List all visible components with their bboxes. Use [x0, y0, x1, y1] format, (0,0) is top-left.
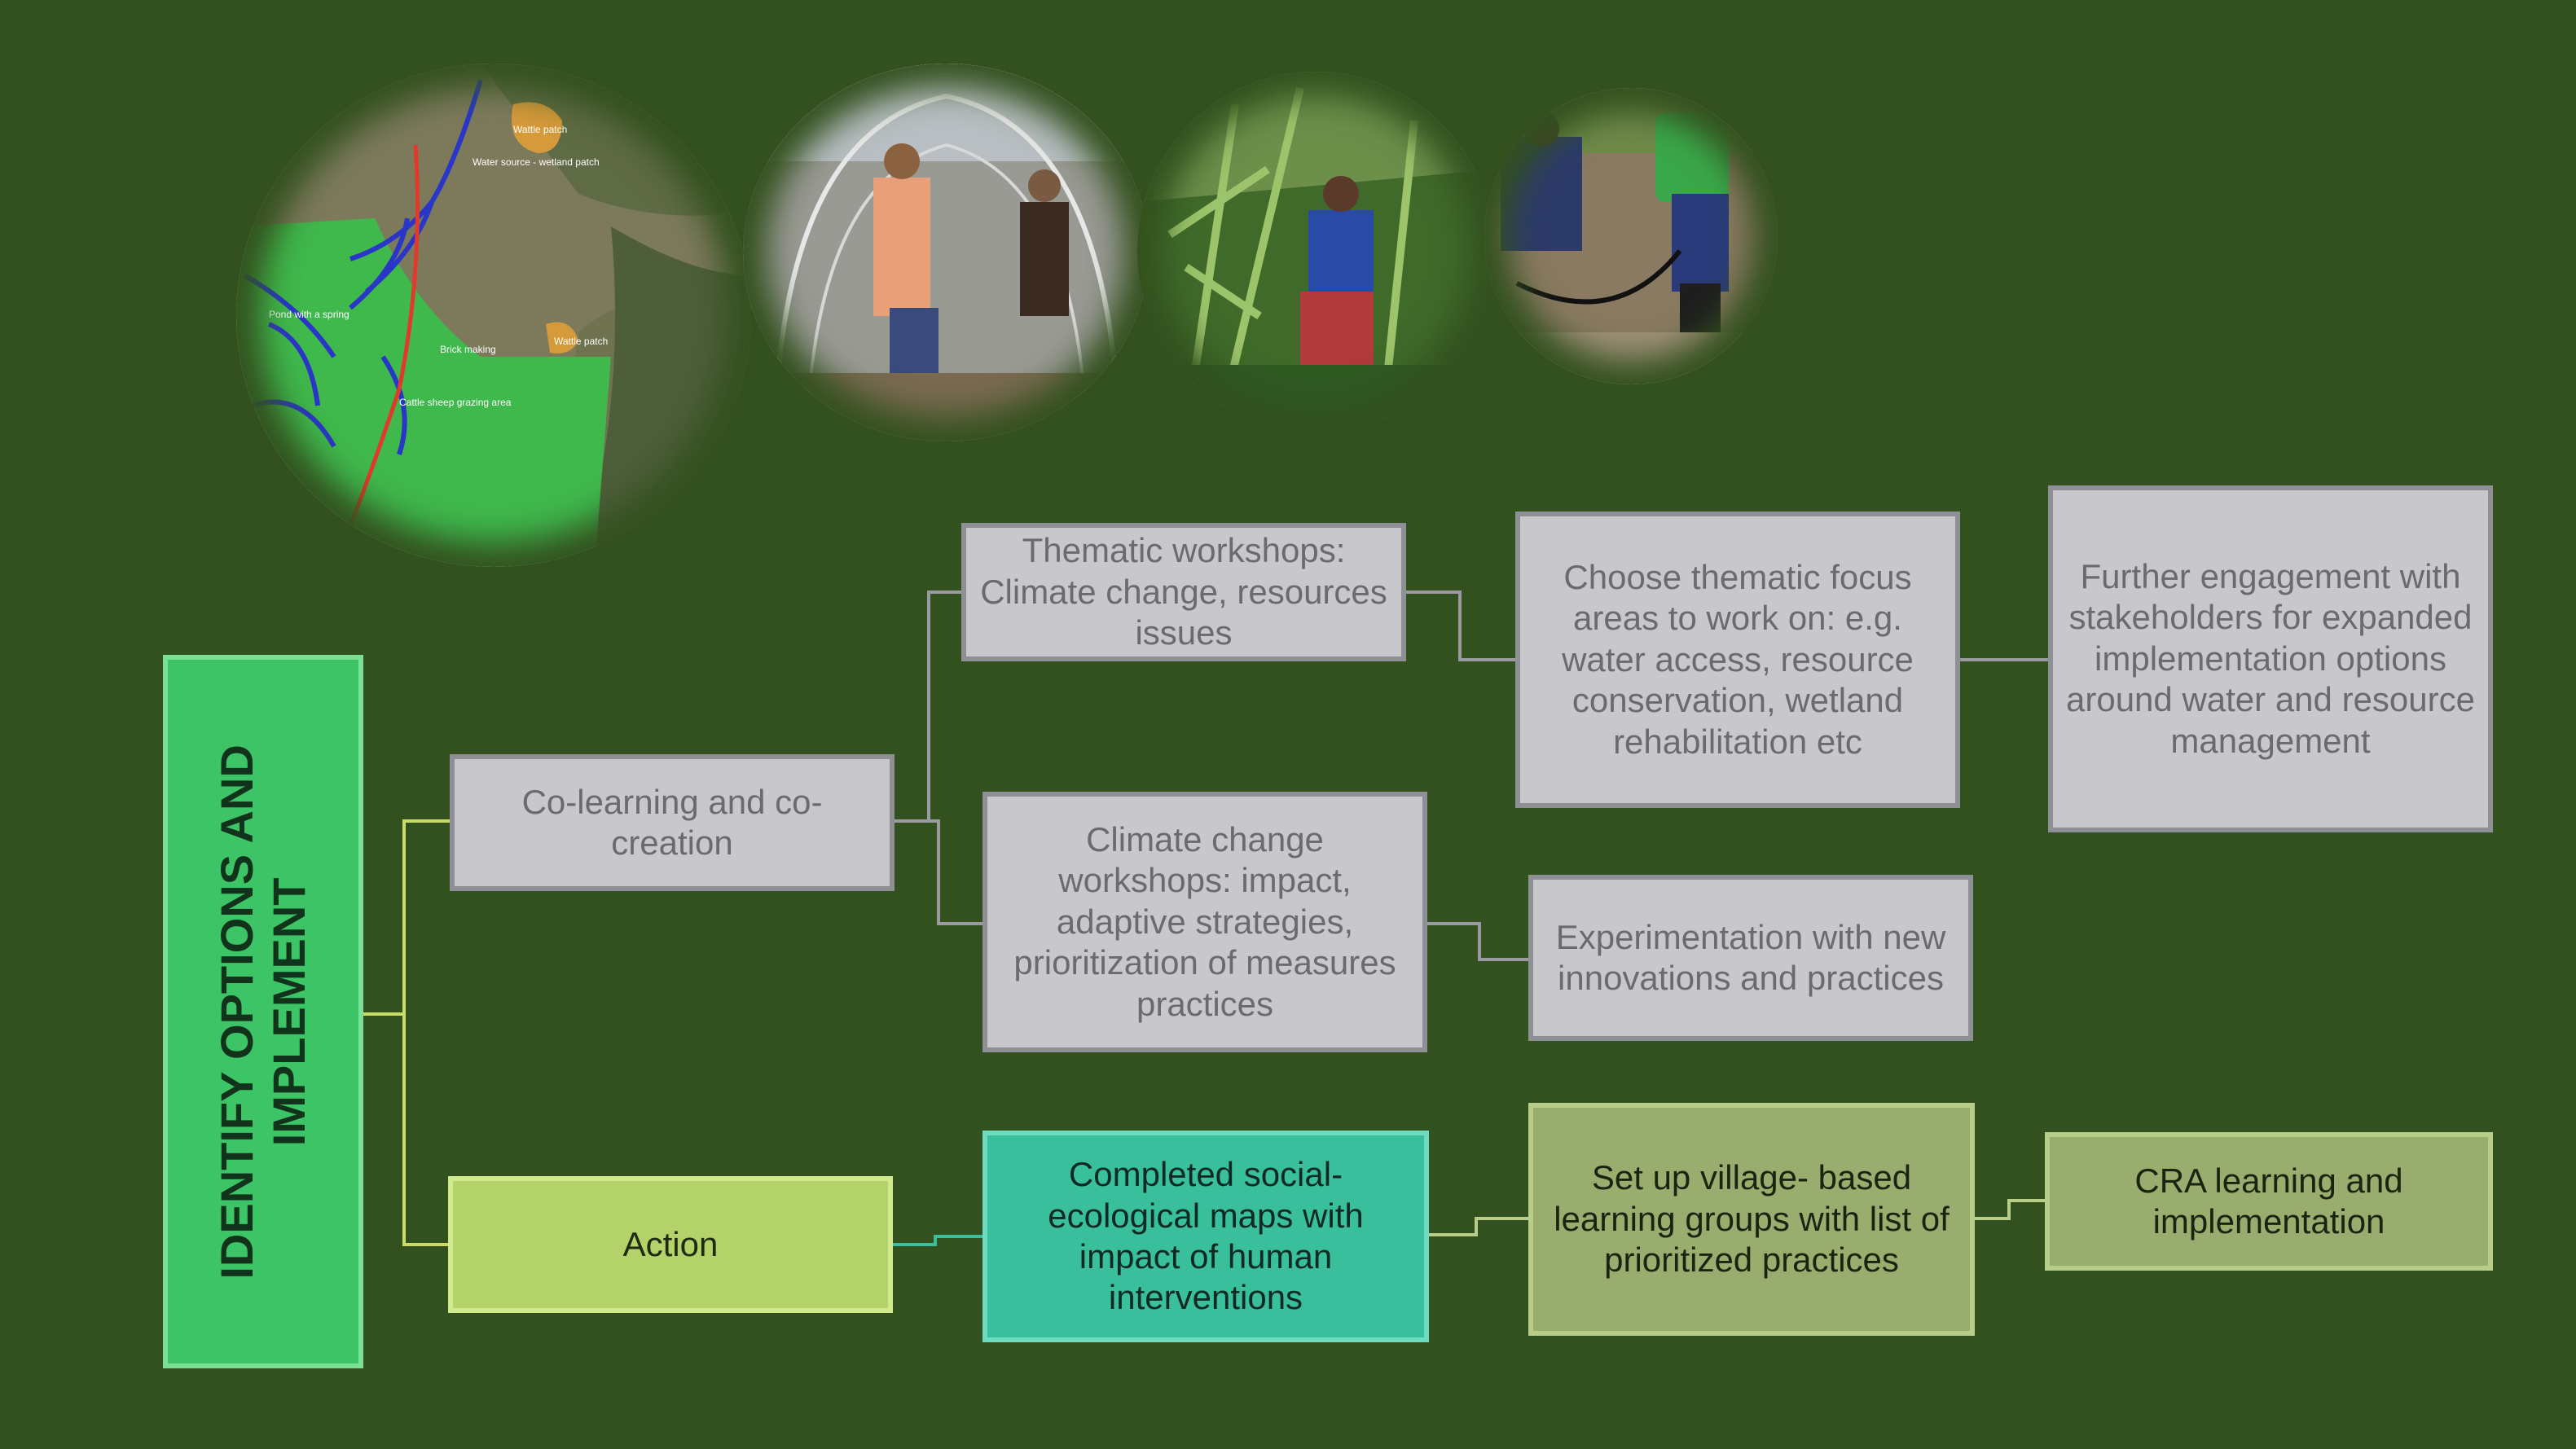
- thematic-workshops-box: Thematic workshops: Climate change, reso…: [961, 523, 1406, 661]
- irrigation-photo: [1484, 88, 1778, 384]
- identify-options-title: IDENTIFY OPTIONS AND IMPLEMENT: [211, 744, 316, 1280]
- connector-completed-setup: [1429, 1217, 1528, 1236]
- map-label-3: Pond with a spring: [269, 309, 349, 320]
- village-groups-box: Set up village- based learning groups wi…: [1528, 1103, 1975, 1336]
- connector-climate-experimentation: [1427, 922, 1528, 961]
- title-line-1: IDENTIFY OPTIONS AND: [210, 744, 262, 1280]
- action-box: Action: [448, 1176, 893, 1313]
- map-label-2: Water source - wetland patch: [473, 156, 600, 168]
- map-label-1: Wattle patch: [513, 124, 567, 135]
- garden-photo: [1137, 72, 1494, 432]
- tunnel-photo: [743, 64, 1149, 441]
- map-photo: Wattle patch Water source - wetland patc…: [236, 64, 751, 567]
- map-label-6: Cattle sheep grazing area: [399, 397, 512, 408]
- connector-main-action: [402, 1014, 448, 1246]
- completed-maps-box: Completed social-ecological maps with im…: [982, 1131, 1429, 1342]
- title-line-2: IMPLEMENT: [263, 877, 314, 1146]
- connector-setup-cra: [1975, 1199, 2045, 1220]
- choose-focus-box: Choose thematic focus areas to work on: …: [1515, 512, 1960, 808]
- cra-learning-box: CRA learning and implementation: [2045, 1132, 2493, 1271]
- colearning-box: Co-learning and co-creation: [450, 754, 895, 891]
- connector-colearning-climate: [929, 819, 982, 925]
- identify-options-title-box: IDENTIFY OPTIONS AND IMPLEMENT: [163, 655, 363, 1368]
- connector-action-completed: [893, 1235, 982, 1246]
- map-label-5: Brick making: [440, 344, 496, 355]
- map-label-4: Wattle patch: [554, 336, 608, 347]
- connector-colearning-thematic: [895, 591, 961, 823]
- climate-workshops-box: Climate change workshops: impact, adapti…: [982, 792, 1427, 1052]
- further-engagement-box: Further engagement with stakeholders for…: [2048, 485, 2493, 832]
- experimentation-box: Experimentation with new innovations and…: [1528, 875, 1973, 1041]
- connector-main-colearning: [363, 819, 450, 1016]
- connector-thematic-choose: [1406, 591, 1515, 661]
